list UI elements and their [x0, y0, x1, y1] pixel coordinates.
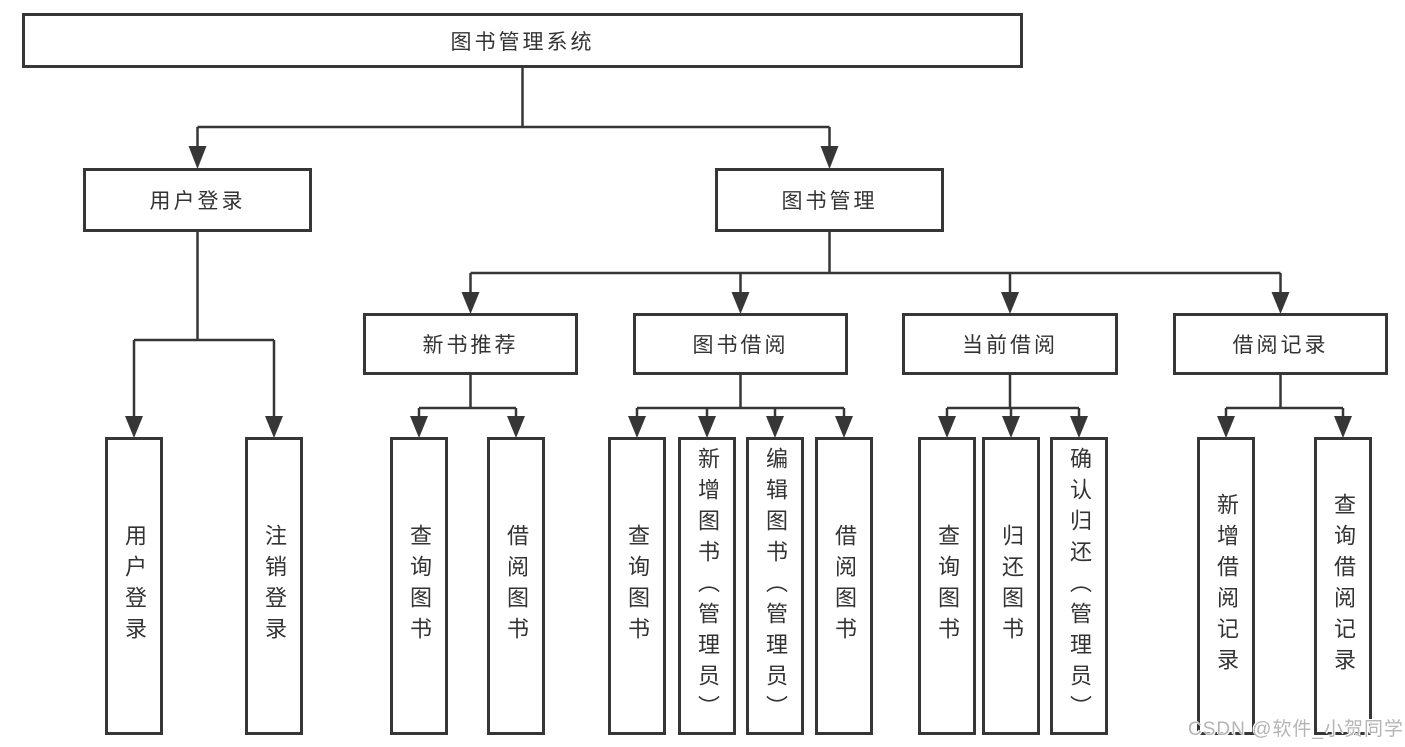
leaf-logout: 注销登录 — [245, 437, 303, 735]
leaf-confirm-return-admin: 确认归还（管理员） — [1050, 437, 1108, 735]
leaf-add-book-admin: 新增图书（管理员） — [678, 437, 736, 735]
leaf-query-borrow-record: 查询借阅记录 — [1314, 437, 1372, 735]
leaf-user-login-label: 用户登录 — [122, 524, 147, 648]
node-current-borrow: 当前借阅 — [902, 313, 1118, 375]
node-book-management: 图书管理 — [715, 168, 944, 232]
leaf-add-borrow-record: 新增借阅记录 — [1197, 437, 1255, 735]
leaf-user-login: 用户登录 — [105, 437, 163, 735]
leaf-edit-book-admin-label: 编辑图书（管理员） — [763, 446, 788, 726]
leaf-query-books-2-label: 查询图书 — [625, 524, 650, 648]
leaf-borrow-books-label: 借阅图书 — [504, 524, 529, 648]
leaf-query-books-3-label: 查询图书 — [935, 524, 960, 648]
leaf-query-books: 查询图书 — [390, 437, 448, 735]
node-user-login: 用户登录 — [83, 168, 312, 232]
leaf-add-borrow-record-label: 新增借阅记录 — [1214, 493, 1239, 679]
leaf-return-books: 归还图书 — [982, 437, 1040, 735]
node-borrow-records: 借阅记录 — [1173, 313, 1388, 375]
node-new-book-recommend: 新书推荐 — [363, 313, 578, 375]
watermark: CSDN @软件_小贺同学 — [1188, 719, 1404, 740]
leaf-borrow-books: 借阅图书 — [487, 437, 545, 735]
leaf-borrow-books-2-label: 借阅图书 — [832, 524, 857, 648]
leaf-add-book-admin-label: 新增图书（管理员） — [695, 446, 720, 726]
leaf-edit-book-admin: 编辑图书（管理员） — [746, 437, 804, 735]
leaf-query-books-3: 查询图书 — [918, 437, 976, 735]
leaf-query-books-2: 查询图书 — [608, 437, 666, 735]
leaf-logout-label: 注销登录 — [262, 524, 287, 648]
node-book-borrow: 图书借阅 — [633, 313, 848, 375]
leaf-borrow-books-2: 借阅图书 — [815, 437, 873, 735]
leaf-confirm-return-admin-label: 确认归还（管理员） — [1067, 446, 1092, 726]
leaf-query-books-label: 查询图书 — [407, 524, 432, 648]
leaf-query-borrow-record-label: 查询借阅记录 — [1331, 493, 1356, 679]
node-root: 图书管理系统 — [22, 13, 1023, 68]
leaf-return-books-label: 归还图书 — [999, 524, 1024, 648]
